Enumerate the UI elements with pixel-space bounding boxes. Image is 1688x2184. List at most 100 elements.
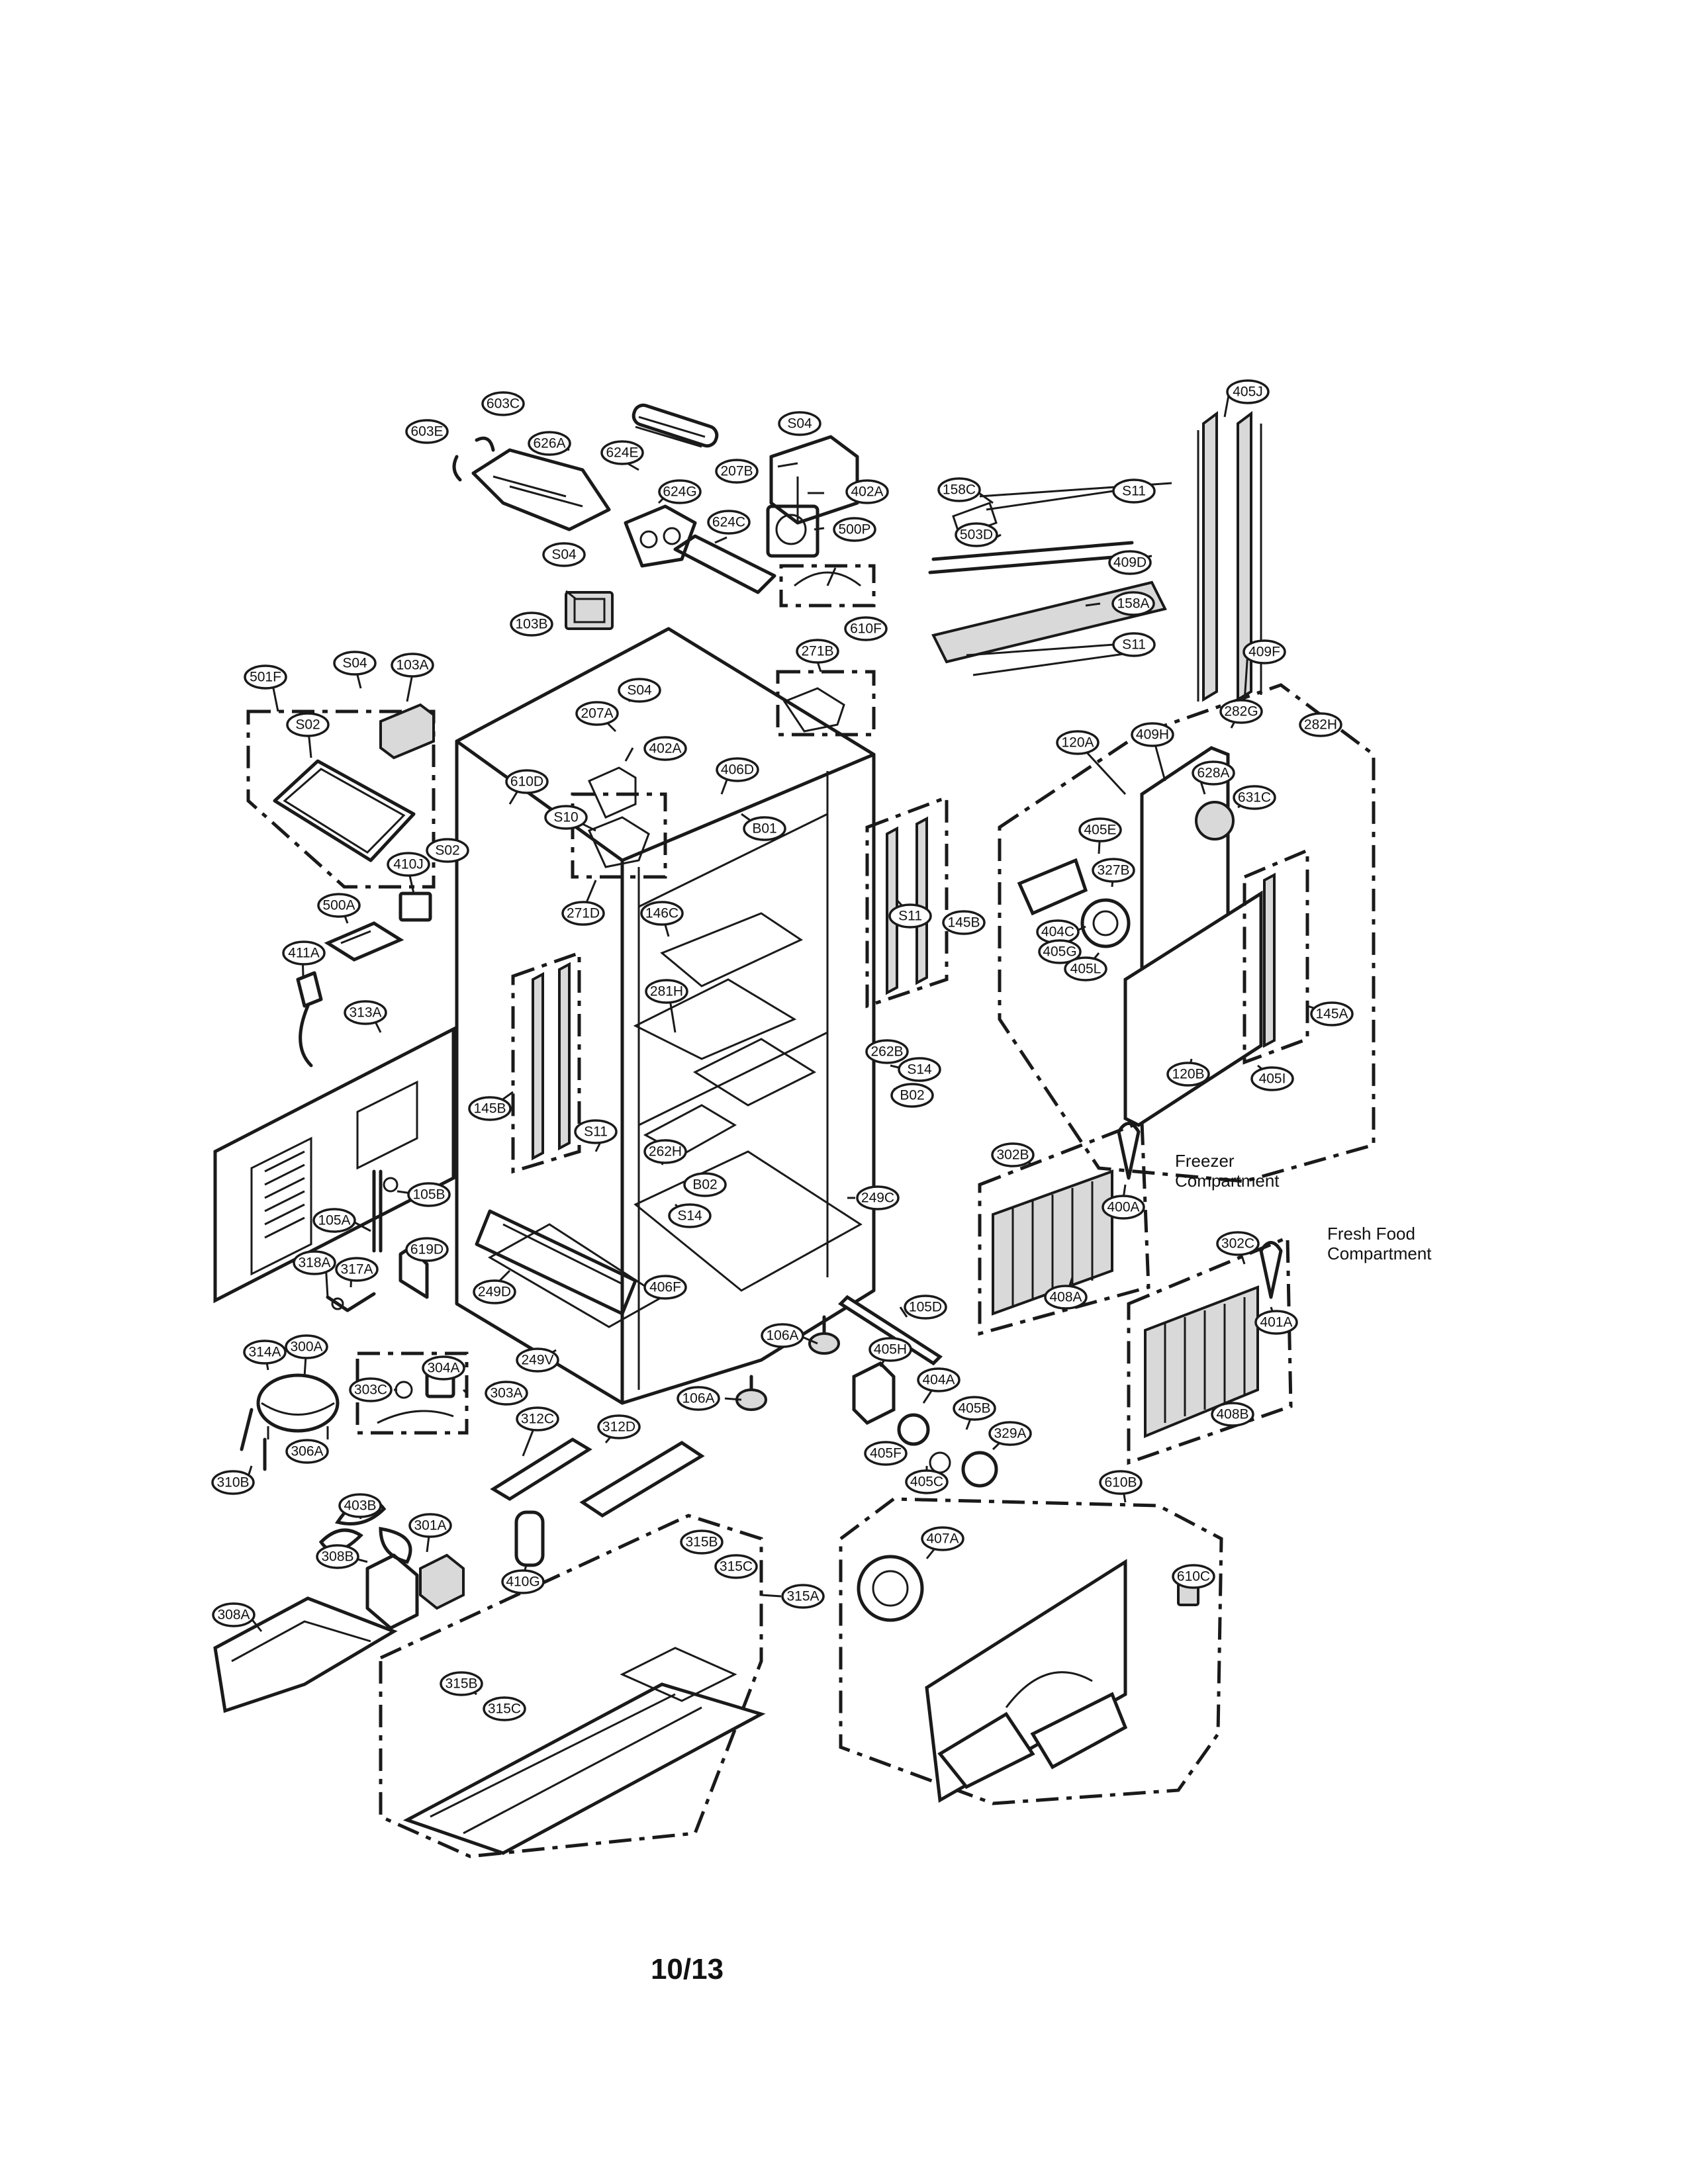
callout-207a: 207A <box>575 701 619 726</box>
callout-label: 619D <box>410 1242 444 1257</box>
callout-label: 302C <box>1221 1236 1254 1251</box>
callout-bubble <box>286 712 330 737</box>
callout-label: 105B <box>412 1187 445 1203</box>
callout-bubble <box>844 616 888 641</box>
callout-327b: 327B <box>1092 858 1135 883</box>
callout-bubble <box>344 1000 387 1025</box>
callout-402a: 402A <box>845 479 889 504</box>
callout-103a: 103A <box>391 653 434 678</box>
callout-bubble <box>597 1414 641 1439</box>
callout-619d: 619D <box>405 1237 449 1262</box>
wire-610f <box>779 564 876 608</box>
refrigerator-cabinet <box>455 627 876 1405</box>
callout-308b: 308B <box>316 1544 359 1569</box>
callout-label: B02 <box>692 1177 717 1193</box>
callout-bubble <box>1226 379 1270 404</box>
callout-bubble <box>888 903 932 929</box>
callout-503d: 503D <box>955 522 998 547</box>
callout-label: 409D <box>1113 555 1147 570</box>
callout-bubble <box>1099 1470 1143 1495</box>
callout-label: 403B <box>344 1498 376 1514</box>
callout-bubble <box>716 757 759 782</box>
callout-bubble <box>405 419 449 444</box>
callout-405l: 405L <box>1064 956 1107 981</box>
callout-400a: 400A <box>1102 1195 1145 1220</box>
callout-label: 281H <box>650 984 683 999</box>
callout-bubble <box>1299 712 1342 737</box>
callout-bubble <box>955 522 998 547</box>
callout-label: 145A <box>1315 1007 1348 1022</box>
filter-158 <box>928 482 1172 676</box>
callout-315b: 315B <box>440 1671 483 1696</box>
callout-label: 405G <box>1043 944 1076 960</box>
rail-145a <box>1243 848 1309 1065</box>
fan-cover-610b <box>839 1497 1223 1805</box>
callout-bubble <box>640 901 684 926</box>
callout-label: 402A <box>649 741 681 756</box>
callout-label: 158C <box>943 482 976 498</box>
callout-106a: 106A <box>677 1386 720 1411</box>
callout-label: 271D <box>567 906 600 921</box>
callout-bubble <box>991 1142 1035 1167</box>
callout-bubble <box>1092 858 1135 883</box>
callout-label: 318A <box>298 1255 330 1271</box>
callout-bubble <box>510 612 553 637</box>
callout-bubble <box>1112 632 1156 657</box>
callout-282g: 282G <box>1219 699 1263 724</box>
callout-624g: 624G <box>658 479 702 504</box>
callout-404c: 404C <box>1036 919 1080 944</box>
callout-bubble <box>481 391 525 416</box>
callout-bubble <box>212 1602 256 1627</box>
leg-106a-upper <box>808 1315 840 1355</box>
callout-label: 301A <box>414 1518 446 1533</box>
callout-label: 404C <box>1041 925 1074 940</box>
freezer-note-line2: Compartment <box>1175 1171 1280 1191</box>
callout-label: 410G <box>506 1574 539 1590</box>
callout-bubble <box>516 1347 559 1373</box>
callout-329a: 329A <box>988 1421 1032 1446</box>
damper-cover-626a <box>471 448 611 531</box>
callout-label: 105A <box>318 1213 350 1228</box>
callout-bubble <box>1108 550 1152 575</box>
callout-label: 405F <box>870 1446 902 1461</box>
callout-405b: 405B <box>953 1396 996 1421</box>
callout-label: S04 <box>342 656 367 671</box>
callout-label: 610B <box>1104 1475 1137 1490</box>
callout-bubble <box>426 838 469 863</box>
callout-label: 624E <box>606 445 638 461</box>
callout-bubble <box>645 979 688 1004</box>
callout-300a: 300A <box>285 1334 328 1359</box>
callout-label: 500A <box>322 898 355 913</box>
callout-bubble <box>501 1569 545 1594</box>
callout-406f: 406F <box>643 1275 687 1300</box>
callout-label: 308A <box>217 1608 250 1623</box>
callout-label: 315C <box>488 1702 521 1717</box>
callout-405f: 405F <box>864 1441 908 1466</box>
callout-bubble <box>349 1377 393 1402</box>
callout-label: 303C <box>354 1383 387 1398</box>
callout-158a: 158A <box>1111 591 1155 616</box>
callout-303c: 303C <box>349 1377 393 1402</box>
callout-304a: 304A <box>422 1355 465 1381</box>
callout-bubble <box>1131 722 1174 747</box>
callout-label: S14 <box>907 1062 932 1077</box>
callout-405e: 405E <box>1078 817 1122 842</box>
callout-103b: 103B <box>510 612 553 637</box>
callout-bubble <box>905 1469 949 1494</box>
callout-label: S02 <box>295 717 320 733</box>
tube-310b <box>240 1408 267 1471</box>
callout-label: 207B <box>720 464 753 479</box>
freezer-note-line1: Freezer <box>1175 1151 1235 1171</box>
damper-624g <box>624 504 697 568</box>
callout-315c: 315C <box>483 1696 526 1721</box>
callout-bubble <box>868 1337 912 1362</box>
callout-610d: 610D <box>505 769 549 794</box>
callout-207b: 207B <box>715 459 759 484</box>
callout-label: 626A <box>533 436 565 451</box>
callout-label: 207A <box>581 706 613 721</box>
callout-401a: 401A <box>1254 1310 1298 1335</box>
callout-label: 603C <box>487 396 520 412</box>
evaporator-302c <box>1127 1235 1293 1465</box>
callout-408a: 408A <box>1044 1285 1088 1310</box>
callout-bubble <box>1166 1062 1210 1087</box>
